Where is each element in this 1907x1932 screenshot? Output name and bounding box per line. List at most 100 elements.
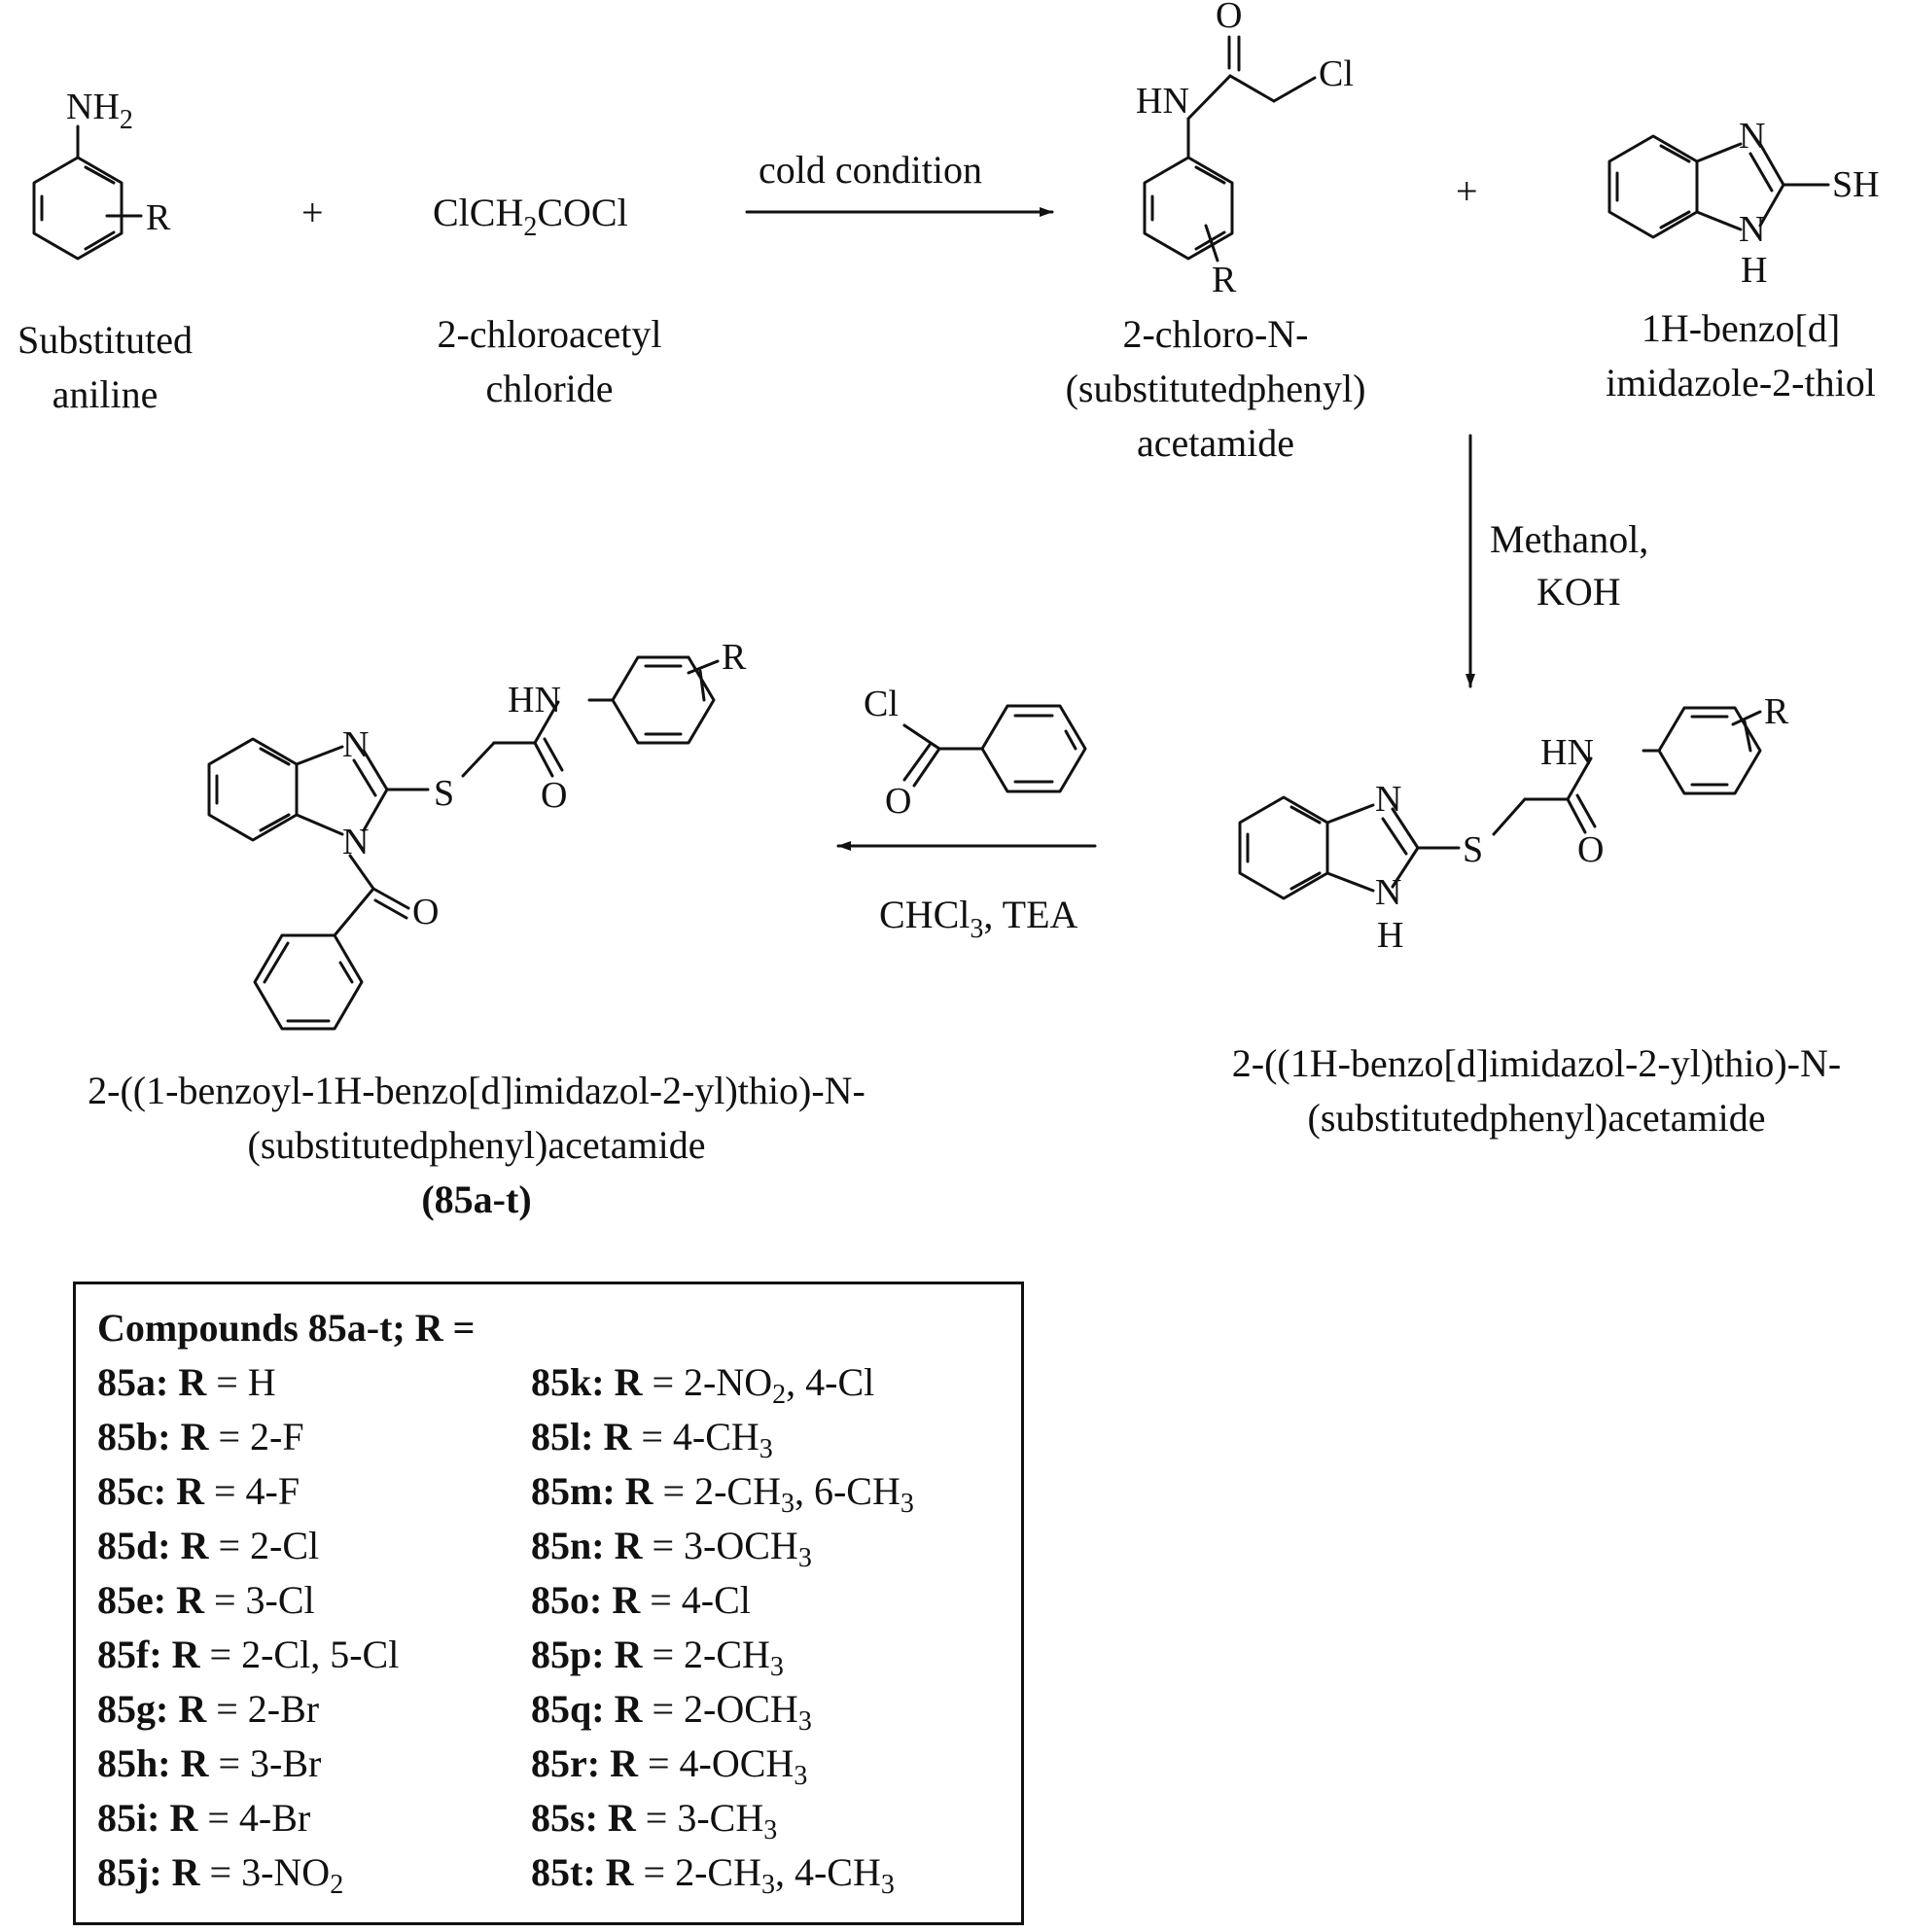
legend-compound-code: 85d: — [97, 1524, 181, 1567]
legend-r-value: = H — [206, 1360, 276, 1404]
legend-r-symbol: R — [614, 1687, 643, 1731]
legend-r-symbol: R — [614, 1360, 643, 1404]
legend-r-symbol: R — [176, 1578, 204, 1622]
legend-r-value: = 2-OCH3 — [642, 1687, 812, 1737]
aniline-nh2-atom: NH2 — [66, 87, 133, 135]
legend-r-symbol: R — [180, 1415, 209, 1458]
legend-compound-code: 85c: — [97, 1469, 177, 1513]
legend-compound-code: 85t: — [531, 1850, 606, 1894]
thiol-h-atom: H — [1741, 250, 1767, 291]
legend-r-value: = 2-CH3, 4-CH3 — [633, 1850, 895, 1900]
legend-row-left-7: 85h: R = 3-Br — [97, 1740, 321, 1786]
chloroacetamide-hn-atom: HN — [1136, 81, 1189, 122]
legend-row-right-7: 85r: R = 4-OCH3 — [531, 1740, 807, 1790]
product-benzoyl-o-atom: O — [412, 892, 439, 932]
legend-r-value: = 2-Br — [206, 1687, 320, 1731]
legend-title: Compounds 85a-t; R = — [97, 1306, 476, 1350]
legend-row-left-1: 85b: R = 2-F — [97, 1414, 304, 1459]
intermediate-nh-atom: N — [1375, 872, 1401, 913]
legend-row-right-9: 85t: R = 2-CH3, 4-CH3 — [531, 1849, 895, 1900]
legend-compound-code: 85f: — [97, 1633, 172, 1676]
legend-row-left-4: 85e: R = 3-Cl — [97, 1577, 315, 1623]
legend-compound-code: 85o: — [531, 1578, 613, 1622]
legend-row-right-5: 85p: R = 2-CH3 — [531, 1632, 784, 1681]
legend-compound-code: 85k: — [531, 1360, 615, 1404]
aniline-r-atom: R — [146, 197, 171, 238]
product-amide-o-atom: O — [541, 775, 567, 816]
chloroacetamide-o-atom: O — [1216, 0, 1242, 36]
legend-row-left-5: 85f: R = 2-Cl, 5-Cl — [97, 1632, 399, 1677]
legend-row-left-9: 85j: R = 3-NO2 — [97, 1849, 344, 1900]
substituent-legend — [73, 1282, 1024, 1925]
legend-r-symbol: R — [605, 1850, 634, 1894]
legend-row-right-1: 85l: R = 4-CH3 — [531, 1414, 773, 1463]
product-code: (85a-t) — [421, 1177, 532, 1221]
product-structure: N N S O HN R O — [207, 637, 747, 1031]
legend-compound-code: 85e: — [97, 1578, 177, 1622]
chloroacetamide-r-atom: R — [1212, 260, 1237, 300]
arrow-step2-base: KOH — [1536, 570, 1621, 614]
legend-r-value: = 4-Br — [197, 1796, 311, 1840]
legend-r-value: = 3-Cl — [203, 1578, 315, 1622]
legend-r-value: = 4-F — [203, 1469, 300, 1513]
legend-r-symbol: R — [612, 1578, 641, 1622]
legend-compound-code: 85a: — [97, 1360, 179, 1404]
legend-compound-code: 85q: — [531, 1687, 615, 1731]
legend-compound-code: 85r: — [531, 1741, 611, 1785]
product-n1-atom: N — [342, 822, 369, 862]
legend-row-left-6: 85g: R = 2-Br — [97, 1686, 319, 1732]
intermediate-structure: N N H S O HN R — [1238, 691, 1789, 956]
legend-row-right-8: 85s: R = 3-CH3 — [531, 1795, 777, 1844]
product-n-atom: N — [342, 724, 369, 765]
product-r-atom: R — [722, 637, 747, 678]
intermediate-o-atom: O — [1577, 829, 1604, 870]
chloroacetyl-formula: ClCH2COCl — [433, 191, 628, 242]
intermediate-hn-atom: HN — [1540, 732, 1594, 773]
benzoyl-chloride-cl-atom: Cl — [864, 684, 899, 724]
legend-r-value: = 3-Br — [208, 1741, 322, 1785]
legend-r-symbol: R — [180, 1524, 209, 1567]
legend-r-symbol: R — [624, 1469, 653, 1513]
legend-row-left-2: 85c: R = 4-F — [97, 1468, 300, 1514]
legend-r-symbol: R — [171, 1850, 200, 1894]
legend-row-left-0: 85a: R = H — [97, 1359, 276, 1405]
plus-sign-1: + — [301, 191, 324, 234]
legend-compound-code: 85s: — [531, 1796, 608, 1840]
legend-r-value: = 3-NO2 — [199, 1850, 344, 1900]
product-name: 2-((1-benzoyl-1H-benzo[d]imidazol-2-yl)t… — [0, 1064, 953, 1227]
benzimidazole-thiol-structure: N N H SH — [1607, 116, 1880, 291]
chloroacetamide-name: 2-chloro-N- (substitutedphenyl) acetamid… — [1065, 312, 1366, 465]
legend-r-symbol: R — [614, 1524, 643, 1567]
legend-r-symbol: R — [180, 1741, 209, 1785]
arrow-step3-conditions: CHCl3, TEA — [879, 893, 1078, 944]
aniline-structure: NH2 R — [32, 87, 171, 261]
legend-r-symbol: R — [610, 1741, 638, 1785]
benzoyl-chloride-o-atom: O — [885, 781, 911, 822]
legend-row-right-4: 85o: R = 4-Cl — [531, 1577, 751, 1623]
legend-row-right-2: 85m: R = 2-CH3, 6-CH3 — [531, 1468, 914, 1519]
legend-r-value: = 2-Cl, 5-Cl — [199, 1633, 400, 1676]
legend-compound-code: 85h: — [97, 1741, 181, 1785]
plus-sign-2: + — [1456, 169, 1478, 213]
legend-row-right-3: 85n: R = 3-OCH3 — [531, 1523, 812, 1572]
legend-compound-code: 85i: — [97, 1796, 170, 1840]
legend-row-left-8: 85i: R = 4-Br — [97, 1795, 310, 1841]
legend-compound-code: 85b: — [97, 1415, 181, 1458]
legend-compound-code: 85g: — [97, 1687, 179, 1731]
intermediate-r-atom: R — [1764, 691, 1789, 732]
thiol-nh-atom: N — [1739, 209, 1765, 250]
aniline-name: Substituted aniline — [17, 318, 194, 416]
intermediate-s-atom: S — [1463, 829, 1483, 870]
chloroacetamide-cl-atom: Cl — [1319, 53, 1354, 94]
legend-r-value: = 2-F — [208, 1415, 304, 1458]
legend-r-value: = 2-Cl — [208, 1524, 320, 1567]
legend-r-symbol: R — [607, 1796, 636, 1840]
intermediate-n-atom: N — [1375, 779, 1401, 820]
legend-row-left-3: 85d: R = 2-Cl — [97, 1523, 319, 1568]
legend-row-right-0: 85k: R = 2-NO2, 4-Cl — [531, 1359, 874, 1409]
legend-r-value: = 2-CH3, 6-CH3 — [653, 1469, 914, 1519]
product-s-atom: S — [434, 773, 454, 814]
legend-compound-code: 85l: — [531, 1415, 604, 1458]
